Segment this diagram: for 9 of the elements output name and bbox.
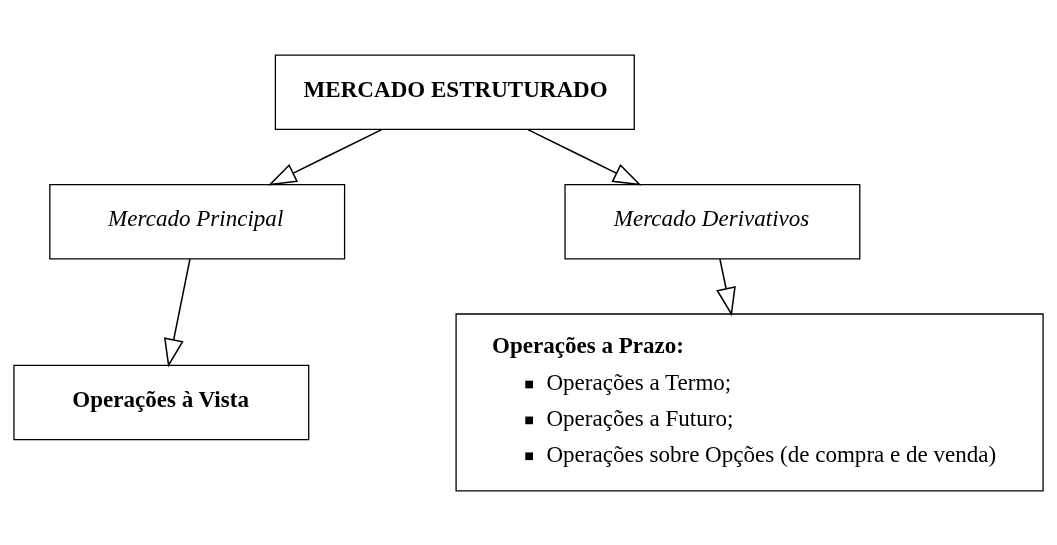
node-box: Mercado Derivativos (564, 183, 861, 260)
arrow (716, 257, 736, 316)
arrow (163, 257, 191, 367)
node-box: Operações à Vista (13, 364, 310, 440)
node-box: MERCADO ESTRUTURADO (274, 54, 635, 130)
arrow (527, 128, 642, 186)
arrow (268, 128, 383, 186)
node-box: Mercado Principal (49, 183, 346, 260)
node-box: Operações a Prazo: Operações a Termo; Operações a Futuro; Operações sobre Opções (de compra e de venda) (455, 312, 1044, 491)
